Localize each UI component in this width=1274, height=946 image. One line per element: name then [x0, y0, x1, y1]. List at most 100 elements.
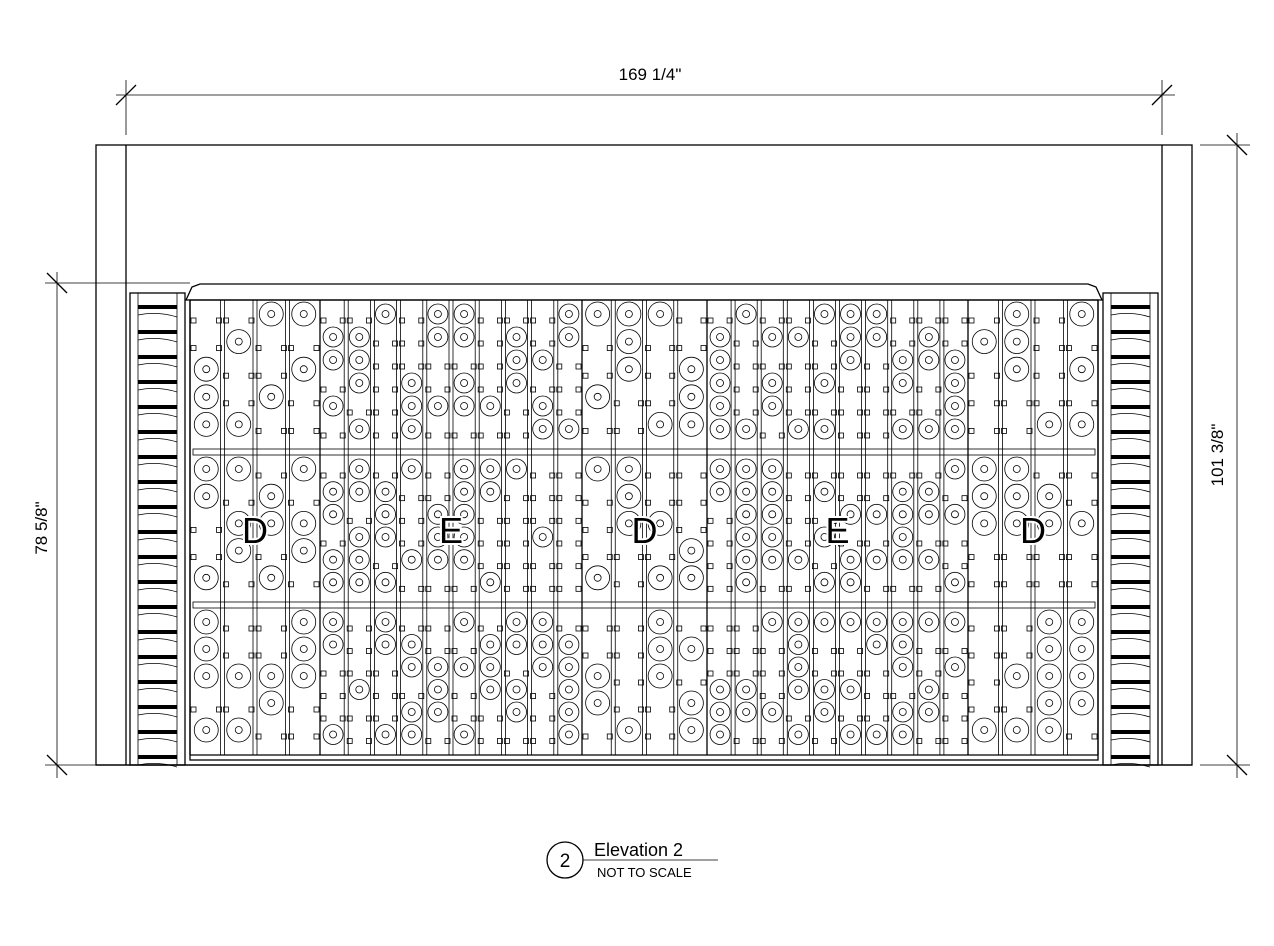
peg	[1059, 372, 1065, 379]
peg	[1091, 554, 1098, 560]
peg	[838, 648, 844, 654]
peg	[994, 679, 1000, 686]
peg	[425, 363, 432, 370]
bottle-neck	[202, 465, 211, 473]
peg	[812, 472, 818, 479]
bottle-circle	[193, 717, 219, 743]
bottle-neck	[460, 510, 469, 519]
peg	[496, 540, 503, 547]
bottle-neck	[460, 618, 469, 626]
peg	[812, 738, 818, 744]
peg	[733, 670, 740, 677]
peg	[503, 670, 510, 677]
bottle-neck	[924, 685, 933, 694]
bottle-circle	[532, 418, 554, 440]
bottle-neck	[565, 333, 573, 341]
peg	[549, 517, 556, 524]
peg	[444, 738, 451, 744]
peg	[1066, 499, 1072, 506]
bottle-neck	[234, 519, 243, 528]
bottle-circle	[944, 418, 966, 440]
bottle-circle	[453, 611, 475, 633]
peg	[392, 563, 399, 570]
peg	[883, 432, 890, 439]
bottle-neck	[381, 618, 390, 626]
bottle-neck	[1012, 519, 1021, 528]
ladder-rung	[138, 305, 177, 309]
bottle-circle	[506, 349, 527, 371]
bottle-circle	[558, 303, 580, 325]
bottle-neck	[898, 487, 907, 496]
bottle-neck	[951, 402, 959, 410]
peg	[190, 317, 197, 324]
bottle-circle	[193, 356, 219, 382]
peg	[831, 363, 837, 370]
bottle-circle	[427, 701, 449, 723]
peg	[372, 563, 379, 570]
peg	[645, 554, 651, 560]
bottle-neck	[299, 618, 308, 626]
bottle-circle	[479, 634, 501, 655]
peg	[365, 648, 372, 654]
peg	[1026, 581, 1033, 588]
bottle-neck	[486, 685, 495, 694]
bottle-circle	[814, 481, 835, 503]
bottle-neck	[1045, 672, 1054, 680]
peg	[733, 648, 740, 654]
bottle-neck	[980, 337, 989, 346]
bottle-circle	[866, 724, 888, 745]
peg	[575, 625, 582, 632]
ladder-curve	[137, 588, 178, 593]
bottle-circle	[709, 458, 731, 480]
peg	[399, 517, 406, 524]
peg	[477, 540, 484, 547]
peg	[883, 363, 890, 370]
bottle-neck	[898, 708, 907, 716]
peg	[812, 363, 818, 370]
bottle-neck	[820, 310, 829, 318]
bottle-neck	[460, 310, 469, 318]
bottle-circle	[761, 326, 783, 348]
bottle-circle	[1069, 511, 1095, 536]
bottle-neck	[687, 645, 696, 653]
bottle-circle	[1036, 483, 1062, 509]
bottle-circle	[1004, 717, 1030, 743]
ladder-rung	[1111, 680, 1150, 684]
peg	[190, 554, 197, 560]
peg	[503, 540, 510, 547]
bottle-neck	[794, 425, 803, 433]
side-ladders	[129, 292, 1159, 768]
bottle-circle	[453, 549, 475, 571]
bottle-neck	[1077, 519, 1086, 528]
bottle-neck	[355, 333, 364, 341]
peg	[1001, 581, 1007, 588]
peg	[1026, 400, 1033, 407]
peg	[582, 345, 589, 352]
peg	[248, 625, 255, 632]
peg	[288, 733, 294, 740]
bottle-circle	[375, 571, 396, 593]
peg	[281, 427, 287, 434]
peg	[392, 340, 399, 347]
peg	[556, 472, 563, 479]
bottle-neck	[593, 465, 602, 473]
bottle-circle	[616, 717, 642, 743]
bottle-neck	[355, 685, 364, 694]
peg	[935, 386, 942, 393]
bottle-neck	[951, 356, 959, 364]
bottle-neck	[742, 310, 751, 318]
peg	[785, 386, 792, 393]
peg	[864, 540, 870, 547]
shelf-divider	[192, 601, 1096, 609]
bottle-neck	[407, 555, 416, 564]
bottle-neck	[742, 533, 751, 541]
bottle-circle	[892, 481, 914, 503]
bottle-neck	[794, 618, 803, 626]
ladder-rung	[1111, 730, 1150, 734]
peg	[281, 372, 287, 379]
bottle-circle	[787, 656, 809, 678]
ladder-rung	[1111, 505, 1150, 509]
peg	[372, 670, 379, 677]
bottle-neck	[898, 730, 907, 739]
